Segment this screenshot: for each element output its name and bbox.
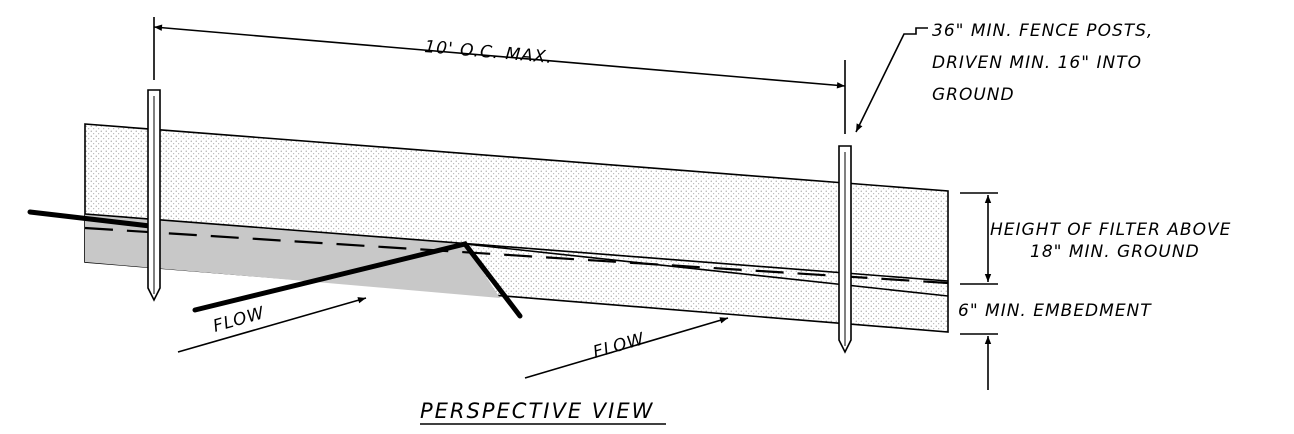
flow-label-right: FLOW	[591, 329, 648, 363]
spacing-label: 10' O.C. MAX.	[424, 37, 554, 68]
post-note-line-3: GROUND	[932, 85, 1015, 105]
trench-dashed-line	[84, 226, 949, 285]
post-callout-leader	[855, 27, 928, 133]
height-dimension	[960, 192, 998, 390]
embedment-label: 6" MIN. EMBEDMENT	[958, 301, 1152, 321]
post-note-line-2: DRIVEN MIN. 16" INTO	[932, 53, 1142, 73]
view-title: PERSPECTIVE VIEW	[420, 399, 654, 423]
post-note-line-1: 36" MIN. FENCE POSTS,	[932, 21, 1153, 41]
fence-post-right	[838, 145, 852, 354]
height-note-line-2: 18" MIN. GROUND	[1030, 242, 1200, 262]
flow-arrow-right	[524, 317, 729, 379]
ground-profile-line-middle	[192, 241, 523, 319]
ground-profile-line-left	[27, 209, 153, 229]
spacing-dimension	[153, 17, 846, 134]
fence-post-left	[147, 89, 161, 302]
ground-line	[84, 213, 949, 282]
height-note-line-1: HEIGHT OF FILTER ABOVE	[990, 220, 1231, 240]
flow-label-left: FLOW	[211, 303, 268, 337]
embedment-line	[464, 243, 949, 297]
flow-arrow-left	[177, 297, 367, 353]
